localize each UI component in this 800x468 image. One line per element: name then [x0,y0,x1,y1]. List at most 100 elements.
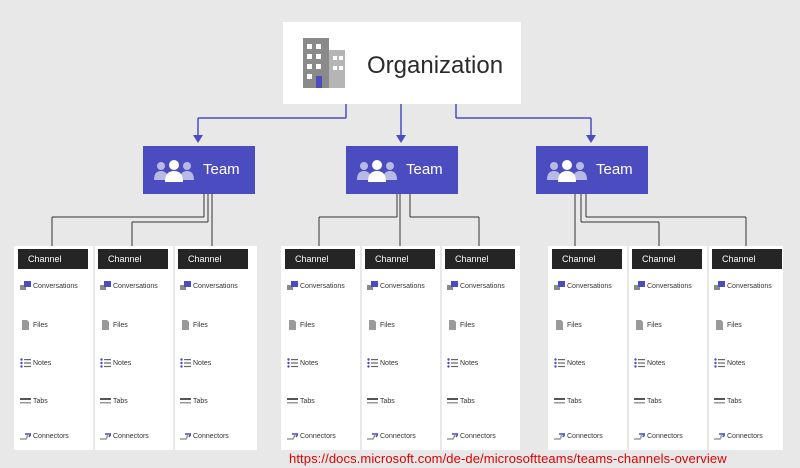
channel-item: Notes [554,358,585,372]
channel-item: Notes [714,358,745,372]
file-icon [20,320,31,330]
file-icon [447,320,458,330]
channel-group-background [14,246,257,450]
channel-item: Conversations [287,281,345,295]
channel-item-label: Connectors [460,433,496,440]
channel-item-label: Tabs [33,398,48,405]
file-icon [180,320,191,330]
channel-item: Tabs [180,396,208,410]
channel-item-label: Conversations [647,283,692,290]
notes-icon [634,358,645,368]
channel-item: Notes [180,358,211,372]
channel-group-background [281,246,520,450]
channel-item-label: Connectors [567,433,603,440]
channel-item: Tabs [554,396,582,410]
channel-item-label: Files [380,322,395,329]
column-divider [360,246,362,450]
notes-icon [714,358,725,368]
column-divider [93,246,95,450]
channel-item-label: Tabs [113,398,128,405]
connectors-icon [180,431,193,441]
channel-item-label: Notes [567,360,586,367]
channel-item-label: Tabs [193,398,208,405]
channel-header: Channel [178,249,248,269]
file-icon [100,320,111,330]
channel-item-label: Files [647,322,662,329]
channel-item: Files [20,320,48,334]
connectors-icon [714,431,727,441]
channel-item: Files [447,320,475,334]
channel-item: Conversations [554,281,612,295]
channel-item: Tabs [100,396,128,410]
source-url: https://docs.microsoft.com/de-de/microso… [289,451,727,466]
channel-item: Files [634,320,662,334]
channel-item-label: Tabs [647,398,662,405]
channel-item: Connectors [100,431,149,445]
channel-item-label: Connectors [300,433,336,440]
file-icon [554,320,565,330]
channel-item: Tabs [634,396,662,410]
channel-item: Connectors [554,431,603,445]
channel-item-label: Tabs [460,398,475,405]
channel-item-label: Files [460,322,475,329]
building-icon [303,38,345,88]
channel-item: Connectors [634,431,683,445]
channel-item: Conversations [100,281,158,295]
channel-item: Files [554,320,582,334]
channel-item: Conversations [180,281,238,295]
channel-item-label: Connectors [33,433,69,440]
people-icon [357,160,397,182]
connectors-icon [634,431,647,441]
channel-item: Files [100,320,128,334]
channel-item-label: Connectors [380,433,416,440]
channel-item-label: Notes [193,360,212,367]
tabs-icon [20,396,31,406]
channel-header: Channel [632,249,702,269]
organization-label: Organization [367,52,504,79]
channel-item-label: Conversations [193,283,238,290]
organization-node: Organization [283,22,521,104]
channel-item: Notes [100,358,131,372]
file-icon [714,320,725,330]
conversations-icon [554,281,565,291]
channel-header: Channel [285,249,355,269]
channel-item-label: Notes [380,360,399,367]
channel-item-label: Connectors [113,433,149,440]
arrowhead [396,135,406,143]
channel-item: Conversations [367,281,425,295]
team-node: Team [346,146,458,194]
channel-item-label: Notes [33,360,52,367]
channel-group-background [548,246,783,450]
tabs-icon [634,396,645,406]
conversations-icon [180,281,191,291]
column-divider [440,246,442,450]
channel-item: Files [287,320,315,334]
notes-icon [287,358,298,368]
channel-item-label: Files [727,322,742,329]
column-divider [707,246,709,450]
people-icon [547,160,587,182]
channel-item: Notes [447,358,478,372]
column-divider [173,246,175,450]
conversations-icon [100,281,111,291]
channel-item: Tabs [20,396,48,410]
team-label: Team [596,161,633,178]
channel-item-label: Notes [460,360,479,367]
channel-item-label: Tabs [727,398,742,405]
tabs-icon [287,396,298,406]
channel-item-label: Notes [647,360,666,367]
channel-item: Connectors [20,431,69,445]
channel-item-label: Files [193,322,208,329]
channel-item-label: Files [300,322,315,329]
channel-item: Tabs [287,396,315,410]
channel-item: Files [367,320,395,334]
channel-item: Notes [20,358,51,372]
channel-item: Tabs [714,396,742,410]
channel-item: Notes [367,358,398,372]
channel-item-label: Notes [727,360,746,367]
channel-item: Files [714,320,742,334]
tabs-icon [367,396,378,406]
tabs-icon [714,396,725,406]
channel-header: Channel [552,249,622,269]
